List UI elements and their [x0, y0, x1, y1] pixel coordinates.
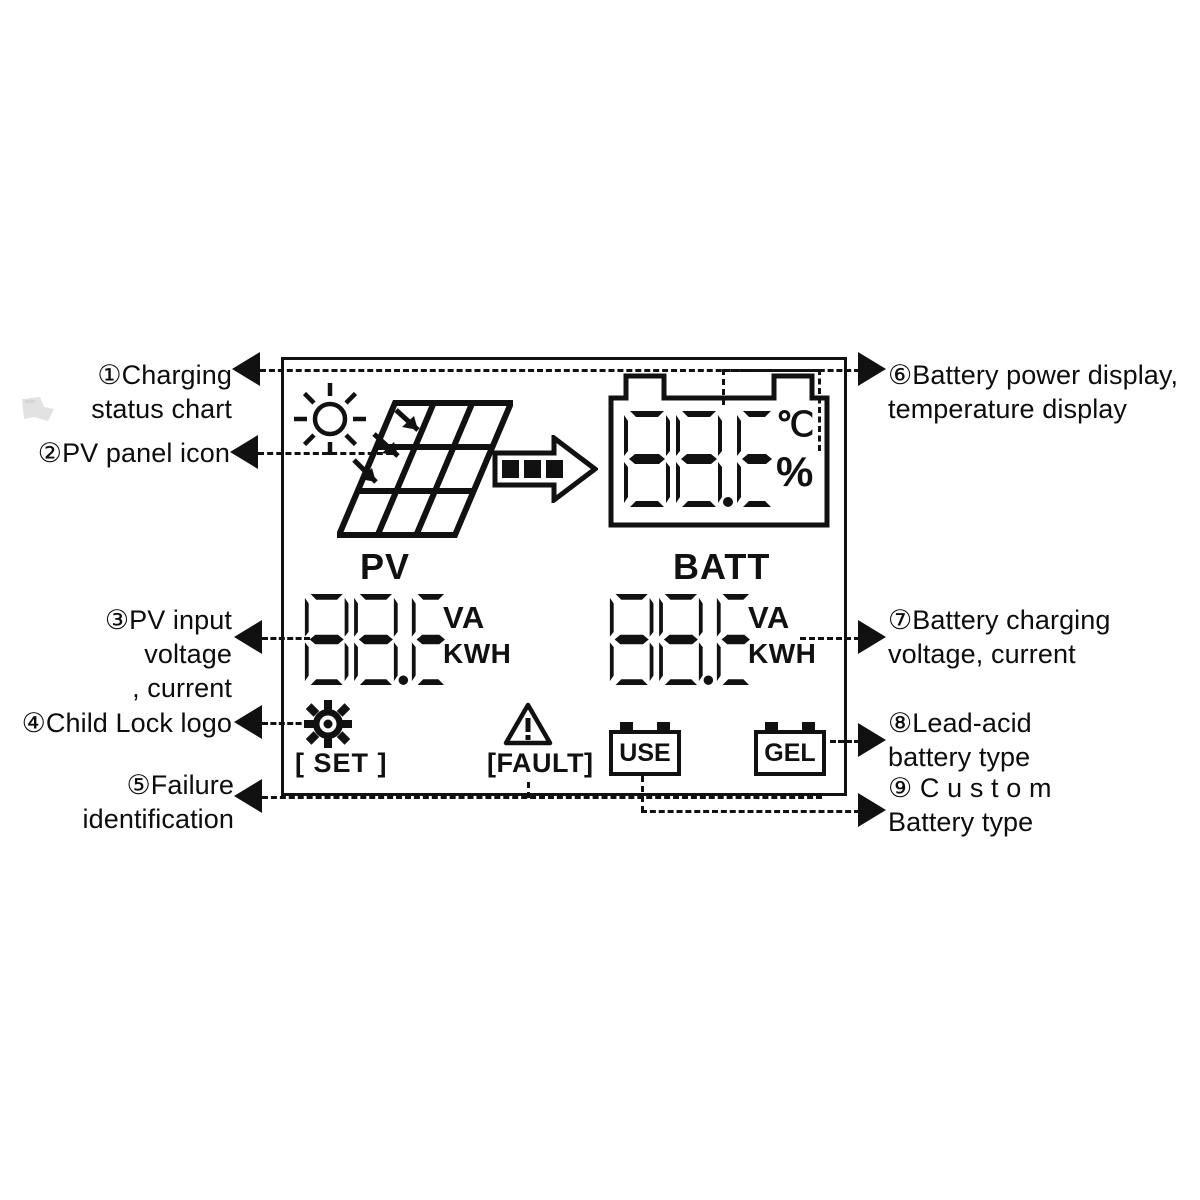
- leader-line-6-riser: [722, 369, 725, 405]
- power-flow-arrow-icon: [492, 432, 600, 506]
- leader-line-1: [260, 369, 820, 372]
- leader-line-2: [258, 452, 392, 455]
- callout-3: ③PV input voltage , current: [104, 605, 232, 703]
- pv-unit-kwh: KWH: [443, 638, 512, 669]
- callout-9: ⑨ C u s t o m Battery type: [888, 773, 1052, 837]
- battery-type-gel-icon: GEL: [754, 722, 826, 776]
- leader-line-7: [800, 637, 860, 640]
- batt-section-label: BATT: [673, 546, 771, 587]
- callout-7: ⑦Battery charging voltage, current: [888, 605, 1111, 669]
- battery-terminal-right: [802, 722, 815, 731]
- arrowhead-2: [230, 435, 258, 469]
- arrowhead-4: [234, 705, 262, 739]
- battery-terminal-left: [765, 722, 778, 731]
- battery-terminal-right: [657, 722, 670, 731]
- gear-icon: [304, 700, 352, 748]
- leader-line-9-drop: [641, 776, 644, 812]
- batt-unit-va: VA: [748, 600, 790, 635]
- leader-line-6: [722, 369, 860, 372]
- battery-outline-icon: ℃ %: [608, 373, 830, 528]
- batt-unit-kwh: KWH: [748, 638, 817, 669]
- battery-terminal-left: [620, 722, 633, 731]
- battery-type-use-label: USE: [619, 738, 671, 767]
- leader-line-1-drop: [818, 369, 821, 451]
- callout-5: ⑤Failure identification: [82, 770, 234, 834]
- battery-type-gel-body: GEL: [754, 730, 826, 776]
- leader-line-4: [262, 722, 310, 725]
- leader-line-9: [641, 810, 860, 813]
- arrowhead-1: [232, 352, 260, 386]
- callout-8: ⑧Lead-acid battery type: [888, 708, 1032, 772]
- lcd-panel: [281, 357, 847, 796]
- sun-icon: [292, 381, 368, 457]
- set-label: [ SET ]: [295, 748, 388, 778]
- arrowhead-6: [858, 352, 886, 386]
- battery-type-use-body: USE: [609, 730, 681, 776]
- pv-section-label: PV: [360, 546, 411, 587]
- batt-units: VA KWH: [748, 600, 816, 672]
- battery-type-gel-label: GEL: [764, 738, 816, 767]
- callout-1: ①Charging status chart: [91, 360, 232, 424]
- percent-unit: %: [776, 448, 814, 495]
- arrowhead-9: [858, 793, 886, 827]
- pv-unit-va: VA: [443, 600, 485, 635]
- arrowhead-7: [858, 620, 886, 654]
- arrowhead-3: [234, 620, 262, 654]
- callout-6: ⑥Battery power display, temperature disp…: [888, 360, 1179, 424]
- arrowhead-5: [234, 779, 262, 813]
- scan-artifact: [20, 395, 58, 425]
- warning-triangle-icon: [503, 702, 553, 746]
- batt-value: [608, 592, 755, 692]
- temperature-unit: ℃: [776, 406, 815, 444]
- leader-line-5: [262, 796, 822, 799]
- leader-line-8: [830, 740, 860, 743]
- pv-units: VA KWH: [443, 600, 511, 672]
- pv-panel-icon: [334, 399, 516, 539]
- leader-line-5-riser: [527, 782, 530, 798]
- callout-2: ②PV panel icon: [37, 438, 230, 468]
- battery-percent-value: [622, 409, 777, 514]
- leader-line-3: [262, 637, 310, 640]
- pv-value: [303, 592, 450, 692]
- battery-type-use-icon: USE: [609, 722, 681, 776]
- arrowhead-8: [858, 723, 886, 757]
- fault-label: [FAULT]: [487, 748, 594, 778]
- battery-units: ℃ %: [776, 403, 814, 497]
- callout-4: ④Child Lock logo: [21, 708, 232, 738]
